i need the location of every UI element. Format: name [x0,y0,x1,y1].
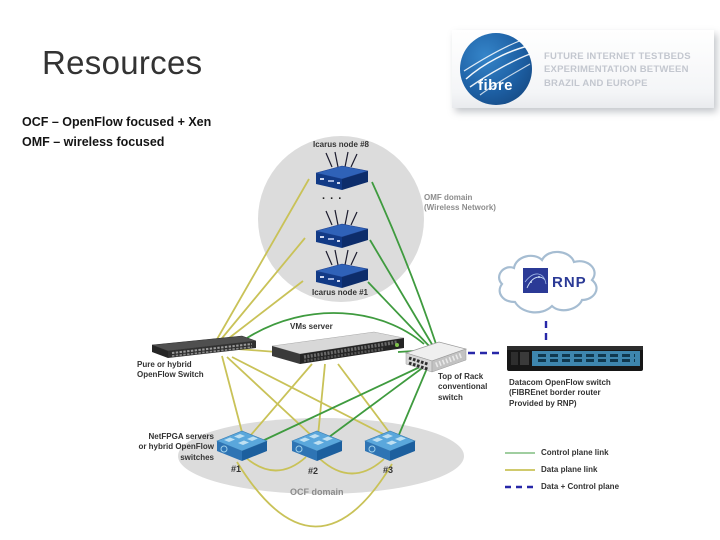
fibre-logo-panel: fibre FUTURE INTERNET TESTBEDS EXPERIMEN… [452,30,714,108]
subtitle-line-omf: OMF – wireless focused [22,135,165,149]
omf-domain-label: OMF domain (Wireless Network) [424,193,496,214]
nodes-ellipsis: . . . [322,190,343,202]
legend-control-label: Control plane link [541,448,609,457]
openflow-switch-line1: Pure or hybrid [137,360,192,369]
tor-line2: conventional [438,382,488,392]
tagline-line3: BRAZIL AND EUROPE [544,77,648,89]
rnp-cloud: RNP [490,238,606,329]
datacom-switch-icon [505,342,645,379]
subtitle-line-ocf: OCF – OpenFlow focused + Xen [22,115,212,129]
legend-combined-label: Data + Control plane [541,482,620,491]
datacom-switch-label: Datacom OpenFlow switch (FIBREnet border… [509,378,611,409]
switch1-label: #1 [231,464,242,474]
netfpga-label: NetFPGA servers or hybrid OpenFlow switc… [128,432,214,463]
tagline-line1: FUTURE INTERNET TESTBEDS [544,51,691,62]
netfpga-line3: switches [180,452,214,462]
datacom-line1: Datacom OpenFlow switch [509,378,611,387]
tagline-line2: EXPERIMENTATION BETWEEN [544,64,689,76]
fibre-logo-icon: fibre [460,33,532,105]
tor-line3: switch [438,392,463,402]
omf-domain-line2: (Wireless Network) [424,203,496,213]
icarus-bottom-label: Icarus node #1 [311,288,369,297]
datacom-line2: (FIBREnet border router [509,388,601,398]
openflow-switch-label: Pure or hybrid OpenFlow Switch [137,360,204,381]
tor-line1: Top of Rack [438,372,484,381]
vms-server-label: VMs server [290,322,333,331]
netfpga-switch-3-icon [363,428,417,469]
icarus-node-mid-icon [302,208,378,257]
tor-switch-label: Top of Rack conventional switch [438,372,487,403]
page-title: Resources [42,44,203,81]
datacom-line3: Provided by RNP) [509,398,577,408]
fibre-wordmark: fibre [478,77,514,94]
legend-swatches [505,452,535,489]
switch2-label: #2 [308,466,319,476]
netfpga-line2: or hybrid OpenFlow [138,442,214,452]
icarus-node-8-icon [302,150,378,199]
fibre-tagline: FUTURE INTERNET TESTBEDS EXPERIMENTATION… [544,50,691,90]
netfpga-switch-1-icon [215,428,269,469]
openflow-switch-line2: OpenFlow Switch [137,370,204,380]
switch3-label: #3 [383,465,394,475]
vms-server-icon [268,330,406,371]
netfpga-line1: NetFPGA servers [148,432,214,441]
omf-domain-line1: OMF domain [424,193,473,202]
ocf-domain-label: OCF domain [290,487,344,497]
netfpga-switch-2-icon [290,428,344,469]
rnp-label: RNP [552,274,587,291]
legend-data-label: Data plane link [541,465,598,474]
icarus-node-1-icon [302,248,378,297]
subtitle-text: OCF – OpenFlow focused + Xen OMF – wirel… [22,112,211,152]
icarus-top-label: Icarus node #8 [312,140,370,149]
